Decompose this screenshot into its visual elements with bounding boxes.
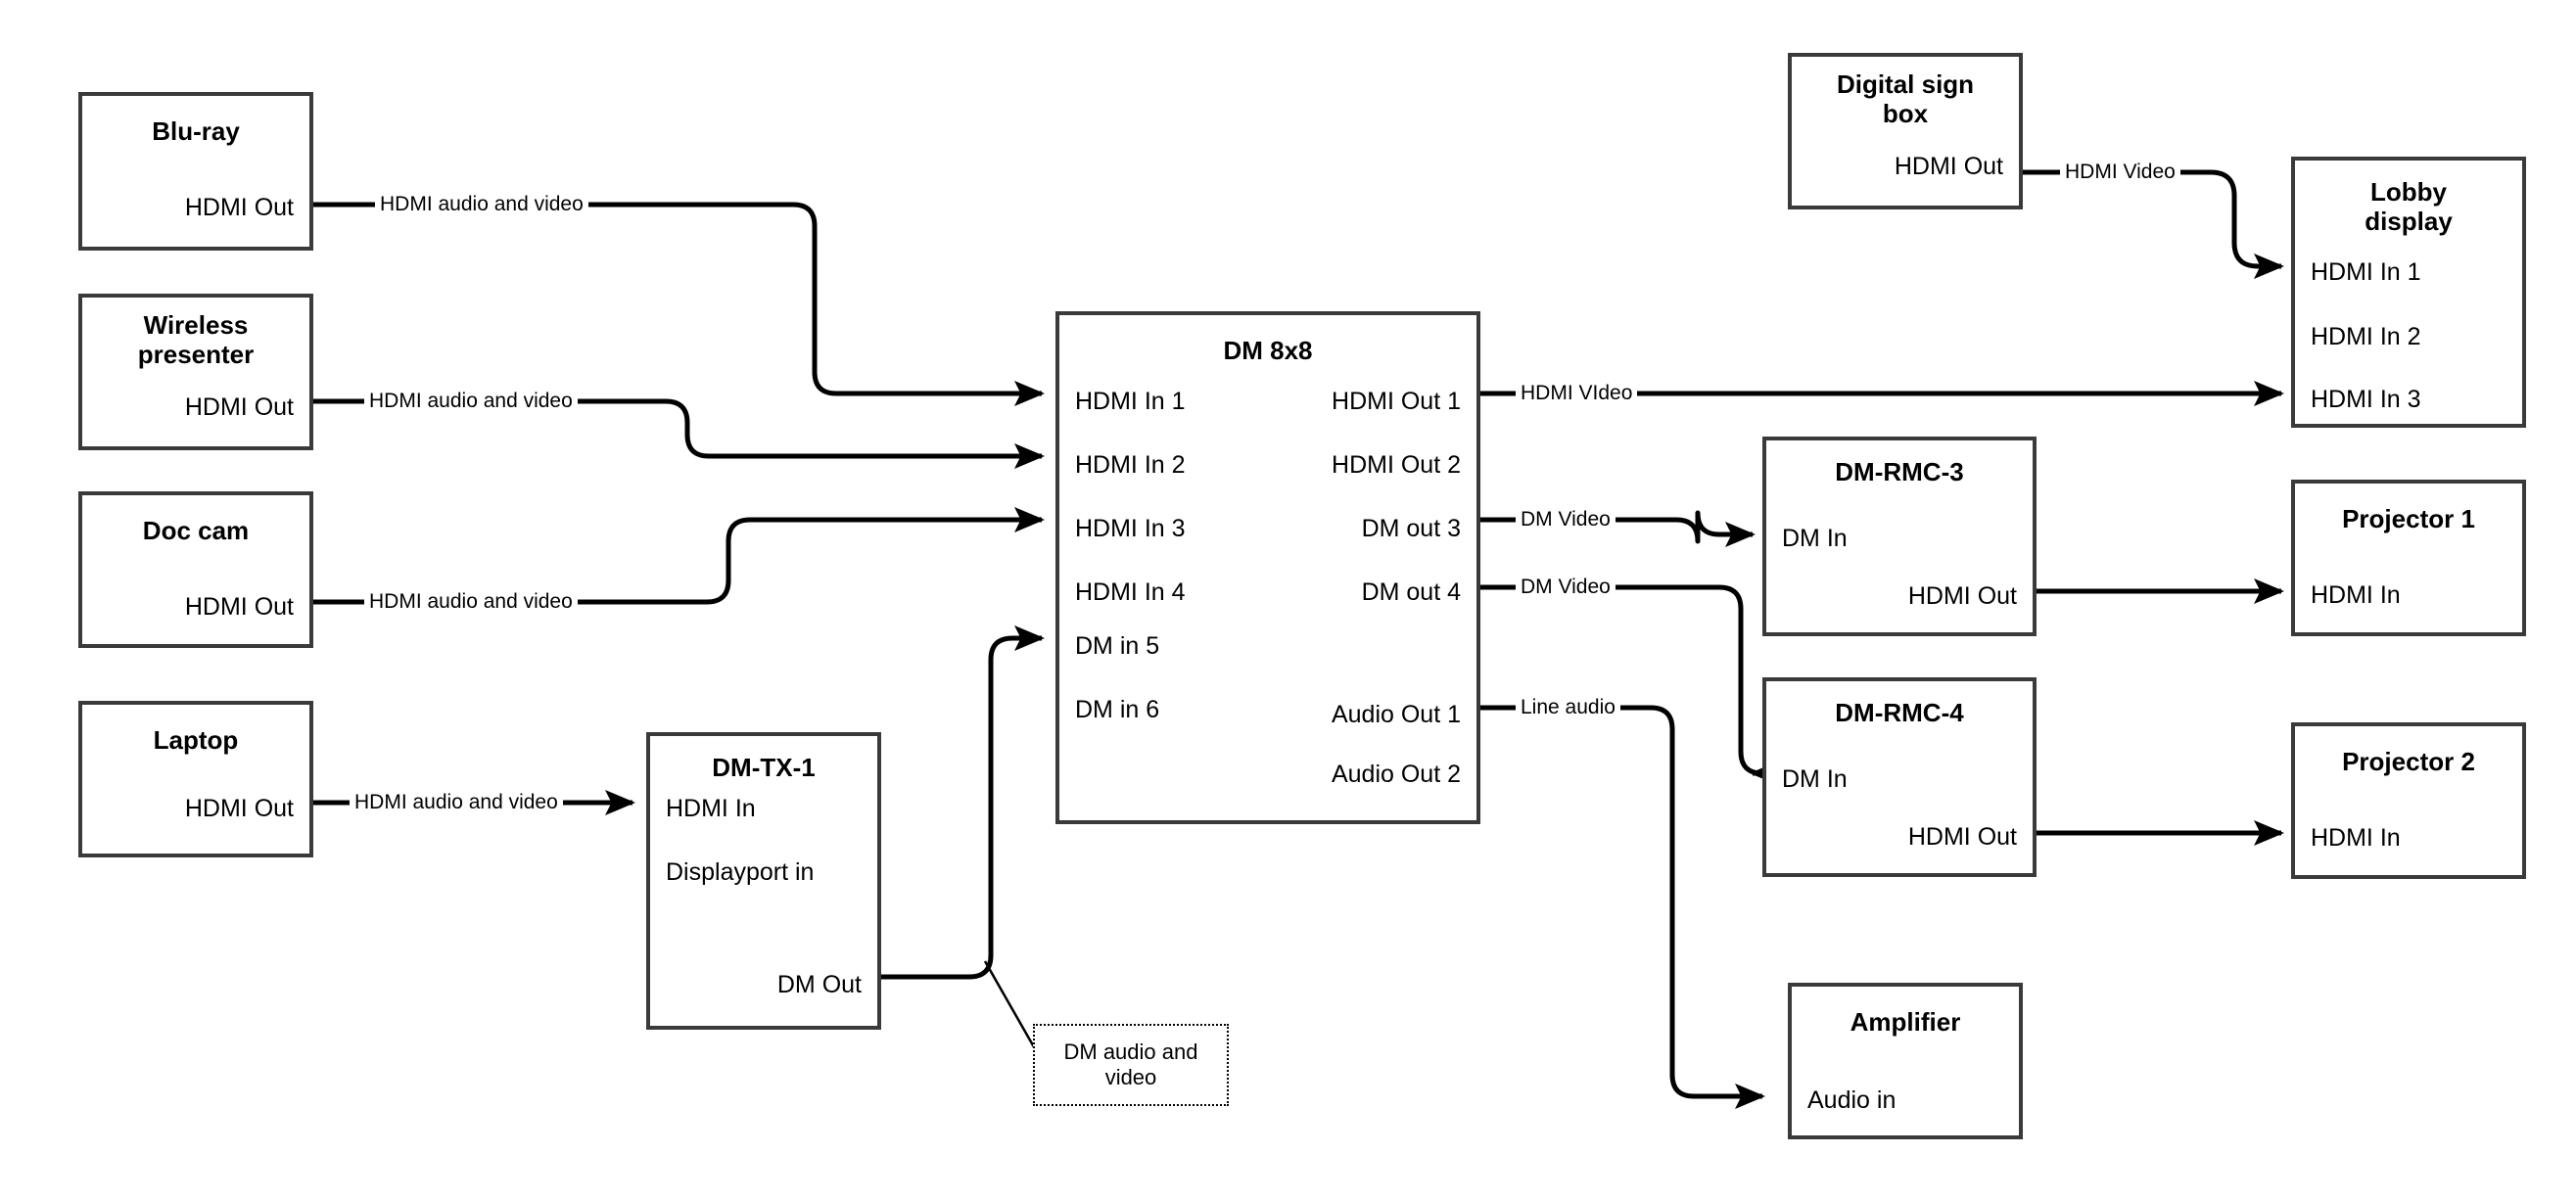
node-laptop-port-hdmi-out: HDMI Out bbox=[184, 795, 294, 822]
node-projector-2-title: Projector 2 bbox=[2342, 747, 2475, 776]
node-dm-rmc-4-title: DM-RMC-4 bbox=[1835, 698, 1964, 727]
node-dm-8x8-input-5: DM in 5 bbox=[1075, 632, 1160, 660]
node-lobby-display-input-1: HDMI In 1 bbox=[2311, 258, 2421, 286]
node-wireless-presenter-title-line1: Wireless bbox=[143, 310, 249, 340]
node-projector-2[interactable]: Projector 2 HDMI In bbox=[2291, 722, 2526, 879]
edge-label-digitalsign-to-lobby: HDMI Video bbox=[2060, 162, 2180, 182]
wire-dm8x8-dmout4-to-dmrmc4 bbox=[1480, 584, 1780, 786]
node-laptop-title: Laptop bbox=[153, 725, 239, 755]
node-dm-tx-1[interactable]: DM-TX-1 HDMI In Displayport in DM Out bbox=[646, 732, 881, 1030]
node-bluray[interactable]: Blu-ray HDMI Out bbox=[78, 92, 313, 251]
node-wireless-presenter-port-hdmi-out: HDMI Out bbox=[184, 393, 294, 421]
note-dm-audio-and-video-text: DM audio and video bbox=[1064, 1039, 1198, 1090]
node-amplifier[interactable]: Amplifier Audio in bbox=[1788, 983, 2023, 1139]
node-lobby-display-input-3: HDMI In 3 bbox=[2311, 386, 2421, 413]
node-dm-8x8-output-4: DM out 4 bbox=[1361, 578, 1461, 606]
edge-label-bluray-to-dm8x8: HDMI audio and video bbox=[375, 194, 588, 214]
wire-dm8x8-dmout3-to-dmrmc3 bbox=[1480, 510, 1756, 547]
node-dm-rmc-3[interactable]: DM-RMC-3 DM In HDMI Out bbox=[1762, 437, 2037, 636]
node-laptop[interactable]: Laptop HDMI Out bbox=[78, 701, 313, 857]
node-dm-8x8-output-2: HDMI Out 2 bbox=[1332, 451, 1461, 479]
node-projector-1-title: Projector 1 bbox=[2342, 504, 2475, 533]
node-dm-tx-1-port-hdmi-in: HDMI In bbox=[666, 795, 756, 822]
node-lobby-display-title-line2: display bbox=[2365, 207, 2453, 236]
wire-dmtx1-to-dm8x8 bbox=[881, 625, 1046, 980]
node-lobby-display[interactable]: Lobby display HDMI In 1 HDMI In 2 HDMI I… bbox=[2291, 157, 2526, 428]
node-digital-sign-box-title-line2: box bbox=[1882, 99, 1929, 128]
node-dm-rmc-3-port-dm-in: DM In bbox=[1782, 525, 1848, 552]
node-bluray-title: Blu-ray bbox=[152, 116, 240, 146]
node-dm-8x8-input-2: HDMI In 2 bbox=[1075, 451, 1186, 479]
node-dm-8x8[interactable]: DM 8x8 HDMI In 1 HDMI In 2 HDMI In 3 HDM… bbox=[1055, 311, 1480, 824]
node-dm-8x8-input-1: HDMI In 1 bbox=[1075, 388, 1186, 415]
node-dm-8x8-output-5: Audio Out 1 bbox=[1331, 701, 1461, 728]
node-doc-cam-port-hdmi-out: HDMI Out bbox=[184, 593, 294, 621]
node-lobby-display-title-line1: Lobby bbox=[2370, 177, 2447, 207]
node-projector-2-port-hdmi-in: HDMI In bbox=[2311, 824, 2401, 852]
note-line-2: video bbox=[1104, 1065, 1157, 1089]
node-dm-rmc-3-port-hdmi-out: HDMI Out bbox=[1907, 582, 2017, 610]
edge-label-dm8x8-dmout3: DM Video bbox=[1516, 509, 1616, 530]
node-doc-cam[interactable]: Doc cam HDMI Out bbox=[78, 491, 313, 648]
wire-wireless-to-dm8x8 bbox=[313, 398, 1046, 469]
node-digital-sign-box-title-line1: Digital sign bbox=[1836, 69, 1975, 99]
node-dm-tx-1-port-dm-out: DM Out bbox=[776, 971, 862, 998]
node-dm-rmc-4-port-hdmi-out: HDMI Out bbox=[1907, 823, 2017, 851]
node-dm-rmc-3-title: DM-RMC-3 bbox=[1835, 457, 1964, 486]
node-bluray-port-hdmi-out: HDMI Out bbox=[184, 194, 294, 221]
wire-doccam-to-dm8x8 bbox=[313, 507, 1046, 605]
node-dm-8x8-input-3: HDMI In 3 bbox=[1075, 515, 1186, 542]
edge-label-laptop-to-dmtx1: HDMI audio and video bbox=[350, 792, 563, 812]
node-projector-1[interactable]: Projector 1 HDMI In bbox=[2291, 480, 2526, 636]
node-wireless-presenter-title-line2: presenter bbox=[137, 340, 255, 369]
node-digital-sign-box[interactable]: Digital sign box HDMI Out bbox=[1788, 53, 2023, 209]
node-dm-8x8-title: DM 8x8 bbox=[1223, 336, 1313, 365]
edge-label-dm8x8-audioout1: Line audio bbox=[1516, 697, 1620, 717]
node-doc-cam-title: Doc cam bbox=[142, 516, 250, 545]
node-projector-1-port-hdmi-in: HDMI In bbox=[2311, 581, 2401, 609]
node-dm-8x8-output-1: HDMI Out 1 bbox=[1332, 388, 1461, 415]
node-digital-sign-box-port-hdmi-out: HDMI Out bbox=[1894, 153, 2003, 180]
wire-digitalsign-to-lobby bbox=[2023, 169, 2285, 279]
node-dm-8x8-input-6: DM in 6 bbox=[1075, 696, 1160, 723]
leader-dm-audio-video-note bbox=[983, 960, 1043, 1060]
wire-dm8x8-audioout1-to-amplifier bbox=[1480, 705, 1766, 1109]
node-dm-tx-1-title: DM-TX-1 bbox=[712, 753, 816, 782]
node-amplifier-title: Amplifier bbox=[1850, 1007, 1961, 1037]
node-dm-rmc-4-port-dm-in: DM In bbox=[1782, 765, 1848, 793]
node-amplifier-port-audio-in: Audio in bbox=[1807, 1086, 1897, 1114]
node-dm-tx-1-port-displayport-in: Displayport in bbox=[666, 858, 815, 886]
node-wireless-presenter[interactable]: Wireless presenter HDMI Out bbox=[78, 294, 313, 450]
edge-label-dm8x8-hdmiout1: HDMI VIdeo bbox=[1516, 383, 1638, 403]
node-dm-rmc-4[interactable]: DM-RMC-4 DM In HDMI Out bbox=[1762, 677, 2037, 877]
node-dm-8x8-output-3: DM out 3 bbox=[1361, 515, 1461, 542]
node-dm-8x8-input-4: HDMI In 4 bbox=[1075, 578, 1186, 606]
edge-label-doccam-to-dm8x8: HDMI audio and video bbox=[364, 591, 578, 612]
node-lobby-display-input-2: HDMI In 2 bbox=[2311, 323, 2421, 350]
note-dm-audio-and-video: DM audio and video bbox=[1033, 1024, 1229, 1106]
edge-label-dm8x8-dmout4: DM Video bbox=[1516, 577, 1616, 597]
note-line-1: DM audio and bbox=[1063, 1039, 1198, 1065]
node-dm-8x8-output-6: Audio Out 2 bbox=[1331, 761, 1461, 788]
edge-label-wireless-to-dm8x8: HDMI audio and video bbox=[364, 391, 578, 411]
wire-bluray-to-dm8x8 bbox=[313, 202, 1046, 406]
